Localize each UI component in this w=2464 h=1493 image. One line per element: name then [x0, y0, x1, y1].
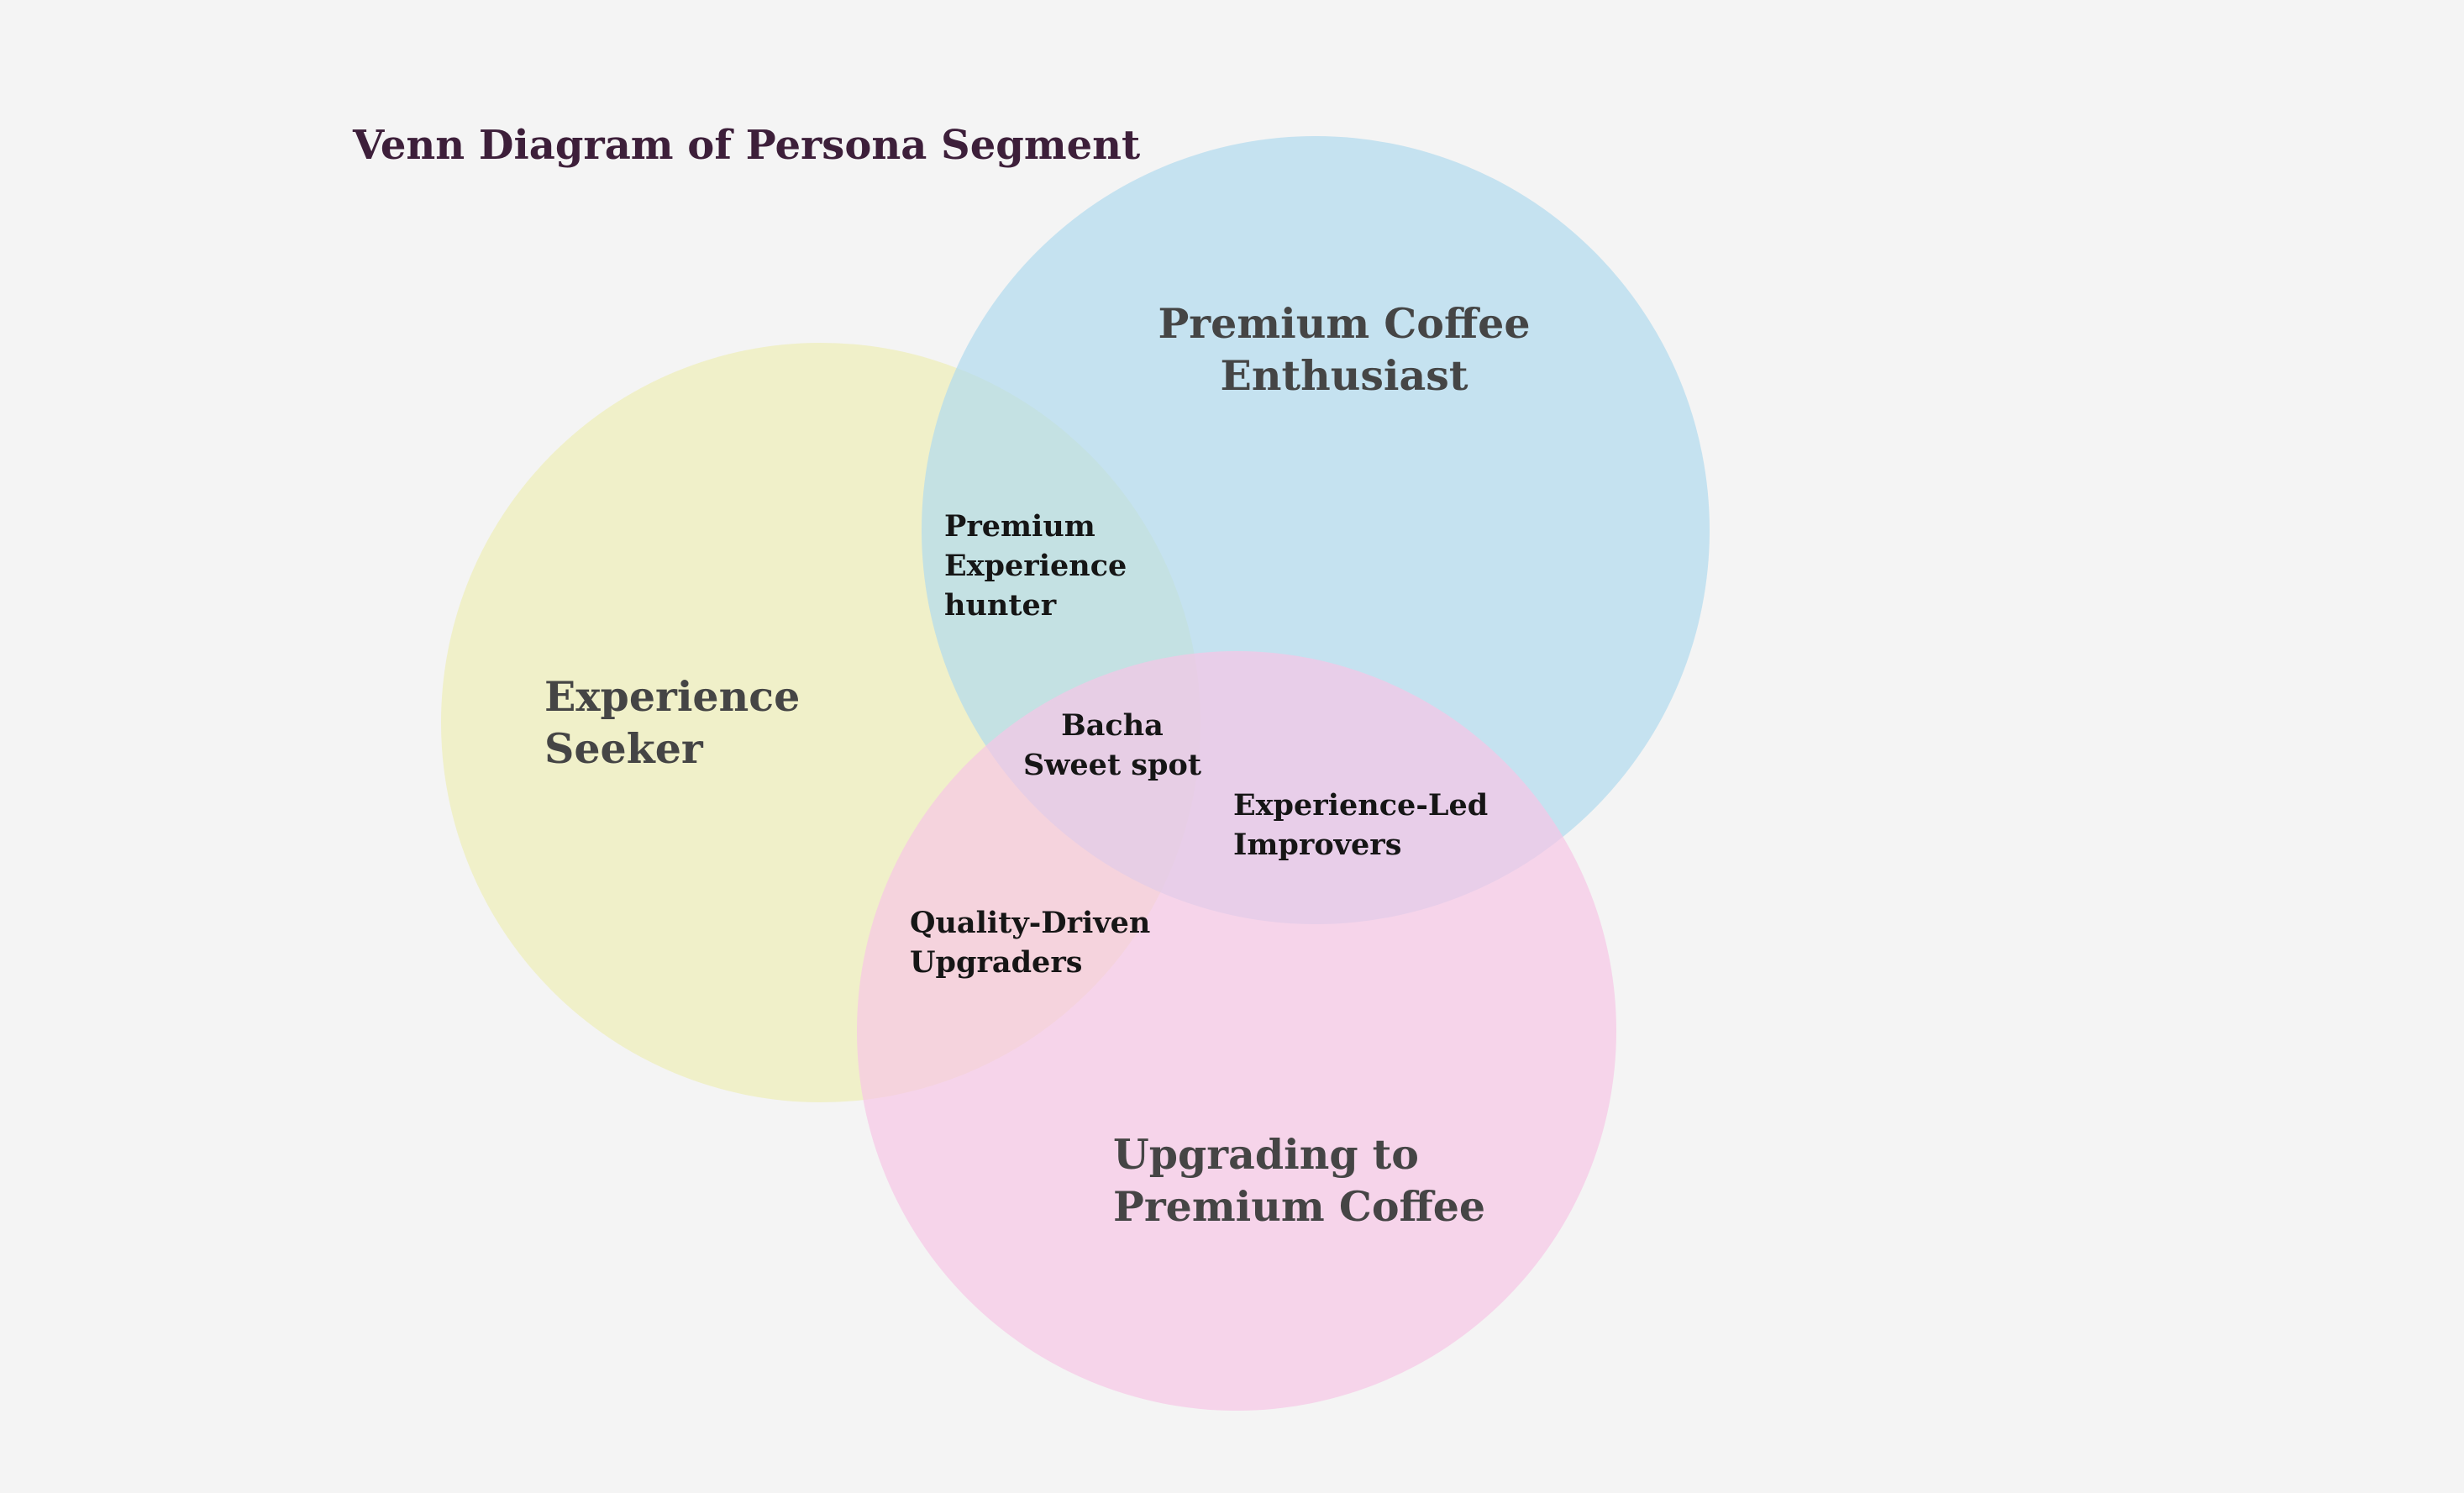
region-label-experience-upgrading-line: Quality-Driven [910, 906, 1150, 940]
region-label-all-three-line: Sweet spot [1023, 748, 1201, 782]
set-label-experience-line: Seeker [544, 724, 704, 773]
region-label-premium-upgrading-line: Improvers [1233, 828, 1401, 862]
set-label-upgrading-line: Premium Coffee [1113, 1182, 1485, 1231]
venn-circles [441, 136, 1710, 1411]
region-label-all-three-line: Bacha [1061, 708, 1164, 743]
set-label-upgrading-line: Upgrading to [1113, 1130, 1419, 1179]
region-label-premium-upgrading-line: Experience-Led [1233, 788, 1488, 823]
venn-circle-upgrading [857, 651, 1616, 1411]
diagram-title: Venn Diagram of Persona Segment [352, 122, 1140, 169]
region-label-experience-upgrading-line: Upgraders [910, 945, 1082, 980]
set-label-premium-line: Premium Coffee [1158, 299, 1530, 348]
set-label-experience-line: Experience [544, 672, 800, 721]
region-label-experience-premium-line: Experience [944, 549, 1127, 583]
region-label-experience-premium-line: Premium [944, 509, 1095, 544]
set-label-premium-line: Enthusiast [1220, 351, 1468, 400]
region-label-experience-premium-line: hunter [944, 588, 1057, 623]
